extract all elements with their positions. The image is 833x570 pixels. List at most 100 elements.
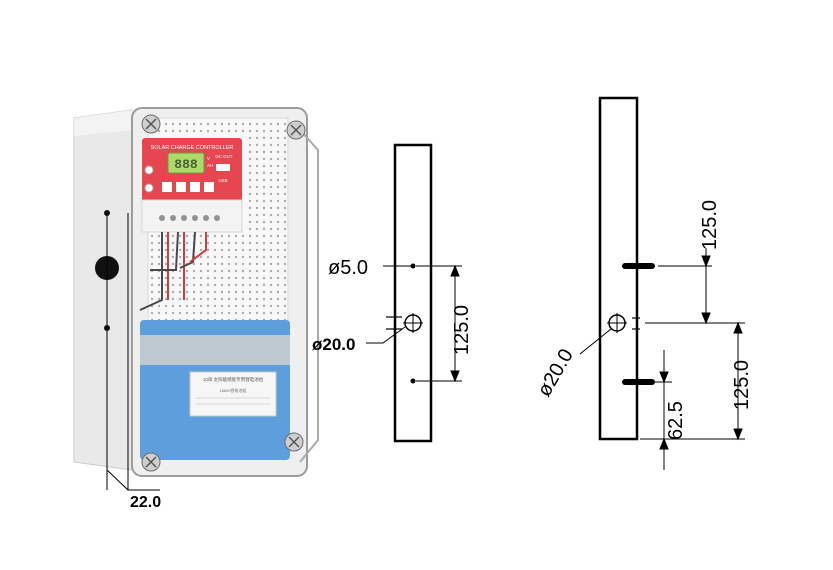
perforation-dot: [248, 290, 252, 294]
perforation-dot: [276, 311, 280, 315]
perforation-dot: [234, 255, 238, 259]
perforation-dot: [185, 269, 189, 273]
perforation-dot: [185, 241, 189, 245]
perforation-dot: [283, 248, 287, 252]
perforation-dot: [283, 276, 287, 280]
lcd-unit-v: V: [207, 156, 210, 161]
perforation-dot: [269, 262, 273, 266]
perforation-dot: [234, 304, 238, 308]
perforation-dot: [255, 192, 259, 196]
perforation-dot: [262, 241, 266, 245]
perforation-dot: [269, 234, 273, 238]
perforation-dot: [241, 262, 245, 266]
perforation-dot: [269, 150, 273, 154]
perforation-dot: [157, 290, 161, 294]
perforation-dot: [283, 206, 287, 210]
perforation-dot: [206, 234, 210, 238]
perforation-dot: [283, 262, 287, 266]
perforation-dot: [283, 129, 287, 133]
perforation-dot: [269, 199, 273, 203]
perforation-dot: [213, 269, 217, 273]
perforation-dot: [276, 178, 280, 182]
perforation-dot: [276, 220, 280, 224]
lcd-unit-ah: AH: [207, 163, 213, 168]
front-hole-small-top: [410, 263, 416, 269]
perforation-dot: [248, 171, 252, 175]
perforation-dot: [283, 220, 287, 224]
usb-label: USB: [218, 178, 227, 183]
perforation-dot: [255, 234, 259, 238]
perforation-dot: [206, 297, 210, 301]
perforation-dot: [248, 234, 252, 238]
perforation-dot: [276, 171, 280, 175]
perforation-dot: [269, 269, 273, 273]
perforation-dot: [276, 143, 280, 147]
perforation-dot: [262, 171, 266, 175]
perforation-dot: [255, 213, 259, 217]
perforation-dot: [199, 241, 203, 245]
perforation-dot: [276, 304, 280, 308]
perforation-dot: [241, 297, 245, 301]
perforation-dot: [276, 248, 280, 252]
perforation-dot: [276, 213, 280, 217]
perforation-dot: [192, 290, 196, 294]
perforation-dot: [276, 297, 280, 301]
perforation-dot: [248, 192, 252, 196]
perforation-dot: [220, 241, 224, 245]
perforation-dot: [262, 311, 266, 315]
battery-label: 18650锂电池组: [219, 387, 246, 393]
perforation-dot: [248, 150, 252, 154]
perforation-dot: [283, 171, 287, 175]
perforation-dot: [269, 304, 273, 308]
perforation-dot: [248, 283, 252, 287]
perforation-dot: [199, 234, 203, 238]
perforation-dot: [220, 304, 224, 308]
perforation-dot: [269, 255, 273, 259]
perforation-dot: [206, 248, 210, 252]
perforation-dot: [150, 241, 154, 245]
perforation-dot: [157, 304, 161, 308]
perforation-dot: [227, 297, 231, 301]
perforation-dot: [234, 276, 238, 280]
perforation-dot: [248, 262, 252, 266]
perforation-dot: [255, 178, 259, 182]
perforation-dot: [157, 297, 161, 301]
perforation-dot: [276, 136, 280, 140]
perforation-dot: [255, 276, 259, 280]
perforation-dot: [248, 269, 252, 273]
perforation-dot: [213, 276, 217, 280]
perforation-dot: [255, 206, 259, 210]
perforation-dot: [269, 122, 273, 126]
perforation-dot: [248, 143, 252, 147]
perforation-dot: [269, 213, 273, 217]
perforation-dot: [150, 234, 154, 238]
perforation-dot: [178, 297, 182, 301]
front-hole-small-bottom: [410, 378, 416, 384]
perforation-dot: [276, 206, 280, 210]
perforation-dot: [185, 234, 189, 238]
perforation-dot: [220, 122, 224, 126]
perforation-dot: [276, 129, 280, 133]
perforation-dot: [276, 262, 280, 266]
perforation-dot: [164, 297, 168, 301]
perforation-dot: [248, 276, 252, 280]
perforation-dot: [234, 122, 238, 126]
perforation-dot: [262, 255, 266, 259]
perforation-dot: [269, 143, 273, 147]
perforation-dot: [213, 304, 217, 308]
perforation-dot: [213, 290, 217, 294]
perforation-dot: [213, 262, 217, 266]
perforation-dot: [206, 304, 210, 308]
perforation-dot: [269, 178, 273, 182]
perforation-dot: [199, 269, 203, 273]
front-spacing-label: 125.0: [451, 305, 473, 355]
perforation-dot: [262, 234, 266, 238]
perforation-dot: [276, 227, 280, 231]
perforation-dot: [185, 122, 189, 126]
perforation-dot: [255, 255, 259, 259]
perforation-dot: [255, 248, 259, 252]
perforation-dot: [206, 262, 210, 266]
perforation-dot: [283, 185, 287, 189]
perforation-dot: [269, 185, 273, 189]
perforation-dot: [234, 283, 238, 287]
